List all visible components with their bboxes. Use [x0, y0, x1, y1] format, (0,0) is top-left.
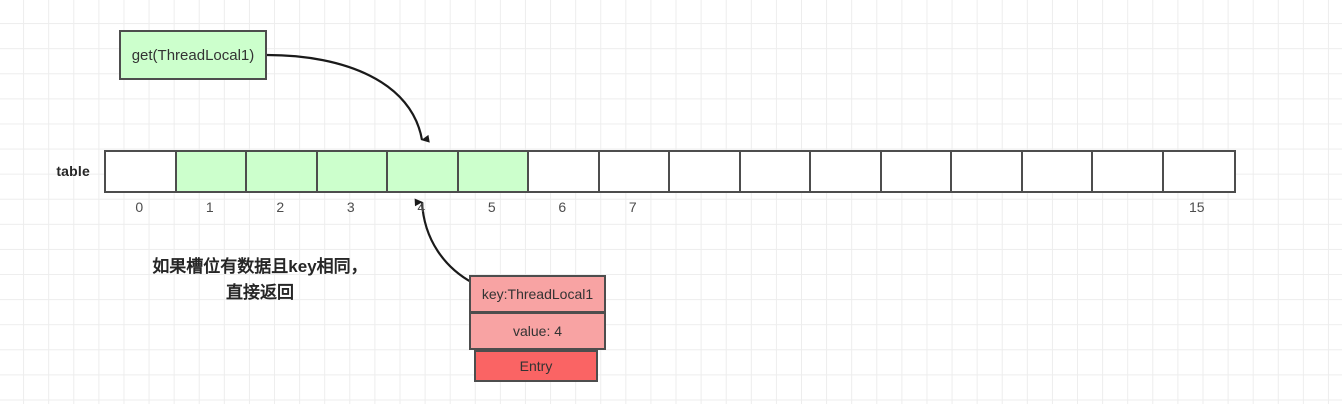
table-slot-row: [104, 150, 1236, 193]
table-index-label-4: 4: [417, 199, 426, 215]
table-slot-5: [458, 152, 529, 191]
table-slot-2: [247, 152, 318, 191]
entry-value-box: value: 4: [469, 312, 606, 350]
table-index-label-7: 7: [628, 199, 637, 215]
table-index-label-9: [739, 196, 810, 218]
entry-key-box: key:ThreadLocal1: [469, 275, 606, 313]
table-index-label-10: [809, 196, 880, 218]
table-index-label-6: 6: [558, 199, 567, 215]
table-slot-14: [1093, 152, 1164, 191]
table-index-label-1: 1: [205, 199, 214, 215]
table-index-label-11: [880, 196, 951, 218]
table-slot-13: [1022, 152, 1093, 191]
table-slot-0: [106, 152, 177, 191]
table-index-label-0: 0: [135, 199, 144, 215]
get-call-label: get(ThreadLocal1): [131, 46, 255, 64]
table-slot-8: [670, 152, 741, 191]
table-slot-1: [176, 152, 247, 191]
table-label: table: [56, 163, 90, 179]
table-slot-4: [388, 152, 459, 191]
table-index-label-8: [668, 196, 739, 218]
table-slot-11: [881, 152, 952, 191]
table-index-label-3: 3: [346, 199, 355, 215]
table-slot-6: [529, 152, 600, 191]
table-index-label-2: 2: [276, 199, 285, 215]
table-index-label-15: 15: [1188, 199, 1205, 215]
table-slot-7: [599, 152, 670, 191]
table-slot-3: [317, 152, 388, 191]
explanation-note: 如果槽位有数据且key相同， 直接返回: [112, 254, 408, 306]
arrow-call-to-slot4: [266, 53, 430, 143]
table-index-label-14: [1091, 196, 1162, 218]
table-slot-12: [952, 152, 1023, 191]
note-line-1: 如果槽位有数据且key相同，: [152, 257, 368, 276]
table-index-row: 0 1 2 3 4 5 6 7 15: [104, 196, 1232, 218]
get-call-box: get(ThreadLocal1): [119, 30, 267, 80]
entry-title-box: Entry: [474, 350, 598, 382]
table-index-label-12: [950, 196, 1021, 218]
table-slot-10: [811, 152, 882, 191]
note-line-2: 直接返回: [226, 283, 294, 302]
table-slot-9: [740, 152, 811, 191]
table-index-label-13: [1021, 196, 1092, 218]
table-index-label-5: 5: [487, 199, 496, 215]
table-slot-15: [1163, 152, 1234, 191]
